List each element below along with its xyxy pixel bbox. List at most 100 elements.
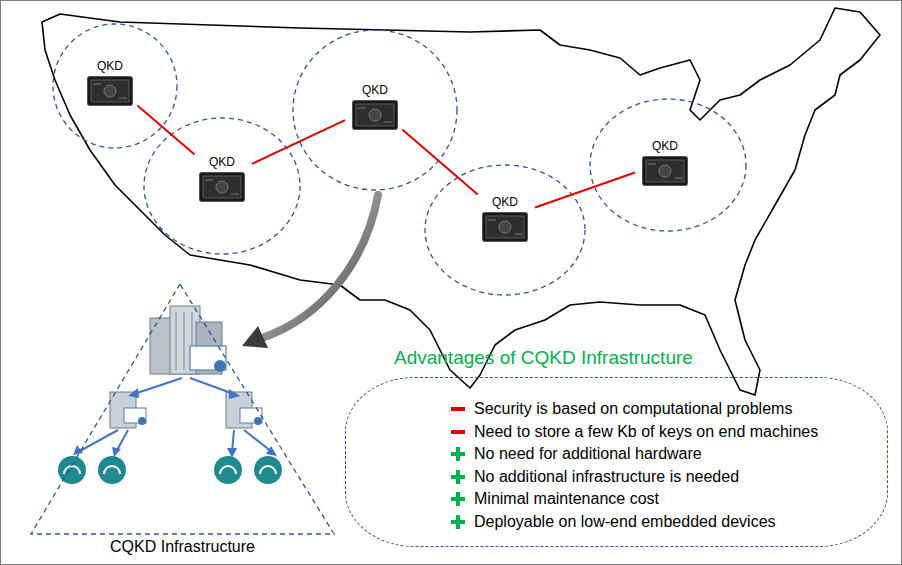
qkd-device-icon-part [216,181,228,193]
plus-marker [450,469,466,485]
advantage-item: No additional infrastructure is needed [450,466,818,489]
cqkd-infrastructure-triangle: CQKD Infrastructure [30,283,335,535]
device-icon [254,456,282,484]
qkd-link [137,106,194,155]
qkd-device-icon-part [514,233,522,234]
tree-arrow [78,430,118,452]
qkd-device-icon-part [203,176,241,198]
qkd-device-icon-part [369,109,381,121]
tree-arrow [190,378,234,394]
plus-marker [450,514,466,530]
device-gauge [64,466,80,474]
tree-arrow [134,378,182,394]
qkd-link [535,173,635,208]
us-map-outline [42,8,880,395]
coverage-circle [293,30,457,190]
qkd-node: QKD [80,59,140,106]
qkd-device-icon [352,100,398,130]
advantage-text: Security is based on computational probl… [474,400,792,418]
advantage-text: No additional infrastructure is needed [474,468,739,486]
certificate-seal [214,360,226,372]
zoom-arrow [242,195,378,348]
qkd-label: QKD [492,195,518,209]
qkd-device-icon-part [358,107,366,108]
qkd-node: QKD [192,155,252,202]
qkd-device-icon-part [91,80,129,102]
device-gauges [64,466,276,474]
minus-marker-part [451,407,465,411]
qkd-label: QKD [97,59,123,73]
qkd-device-icon [199,172,245,202]
qkd-device-icon-part [353,100,398,129]
advantage-item: No need for additional hardware [450,443,818,466]
qkd-device-icon-part [356,104,394,126]
tree-arrowhead [128,388,139,398]
triangle-outline [30,283,335,535]
device-icons [58,456,282,484]
tree-arrows [78,378,272,452]
qkd-link [402,130,477,195]
qkd-device-icon-part [93,83,101,84]
triangle-outline-part [31,284,334,534]
coverage-circle [590,99,746,231]
advantage-item: Security is based on computational probl… [450,398,818,421]
qkd-device-icon-part [643,156,688,185]
qkd-device-icon-part [483,212,528,241]
qkd-device-icon-part [648,163,656,164]
qkd-device-icon-part [646,160,684,182]
qkd-device-icon-part [674,177,682,178]
tree-arrowheads [73,388,277,458]
qkd-device-icon [482,212,528,242]
qkd-device-icon-part [205,179,213,180]
certificate-seal [138,417,146,425]
advantage-text: Minimal maintenance cost [474,490,659,508]
minus-marker [450,424,466,440]
tree-arrowhead [266,446,277,456]
qkd-device-icon-part [384,121,392,122]
advantage-item: Need to store a few Kb of keys on end ma… [450,421,818,444]
building-line [184,312,185,370]
qkd-device-icon-part [659,165,671,177]
plus-marker-part [456,515,460,529]
qkd-device-icon-part [488,219,496,220]
qkd-label: QKD [362,83,388,97]
certificate-seal [254,417,262,425]
qkd-device-icon-part [200,172,245,201]
device-icon [214,456,242,484]
coverage-circles [53,24,746,295]
qkd-node: QKD [475,195,535,242]
minus-marker-part [451,430,465,434]
advantage-item: Deployable on low-end embedded devices [450,511,818,534]
advantage-text: Need to store a few Kb of keys on end ma… [474,423,818,441]
minus-marker [450,401,466,417]
qkd-device-icon-part [104,85,116,97]
qkd-device-icon [642,156,688,186]
qkd-device-icon-part [119,97,127,98]
device-icon [98,456,126,484]
tree-arrowhead [112,447,121,457]
plus-marker-part [456,492,460,506]
zoom-arrow-head [242,326,268,348]
qkd-device-icon-part [499,221,511,233]
device-icon [58,456,86,484]
qkd-device-icon-part [231,193,239,194]
qkd-label: QKD [209,155,235,169]
plus-marker-part [456,470,460,484]
advantage-text: No need for additional hardware [474,445,702,463]
infrastructure-label: CQKD Infrastructure [30,538,335,556]
device-gauge [220,466,236,474]
advantage-text: Deployable on low-end embedded devices [474,513,776,531]
device-gauge [260,466,276,474]
tree-arrow [244,430,272,452]
tree-arrowhead [229,389,240,399]
coverage-circle [425,165,585,295]
qkd-node: QKD [345,83,405,130]
advantage-item: Minimal maintenance cost [450,488,818,511]
qkd-device-icon-part [486,216,524,238]
plus-marker [450,446,466,462]
qkd-node: QKD [635,139,695,186]
